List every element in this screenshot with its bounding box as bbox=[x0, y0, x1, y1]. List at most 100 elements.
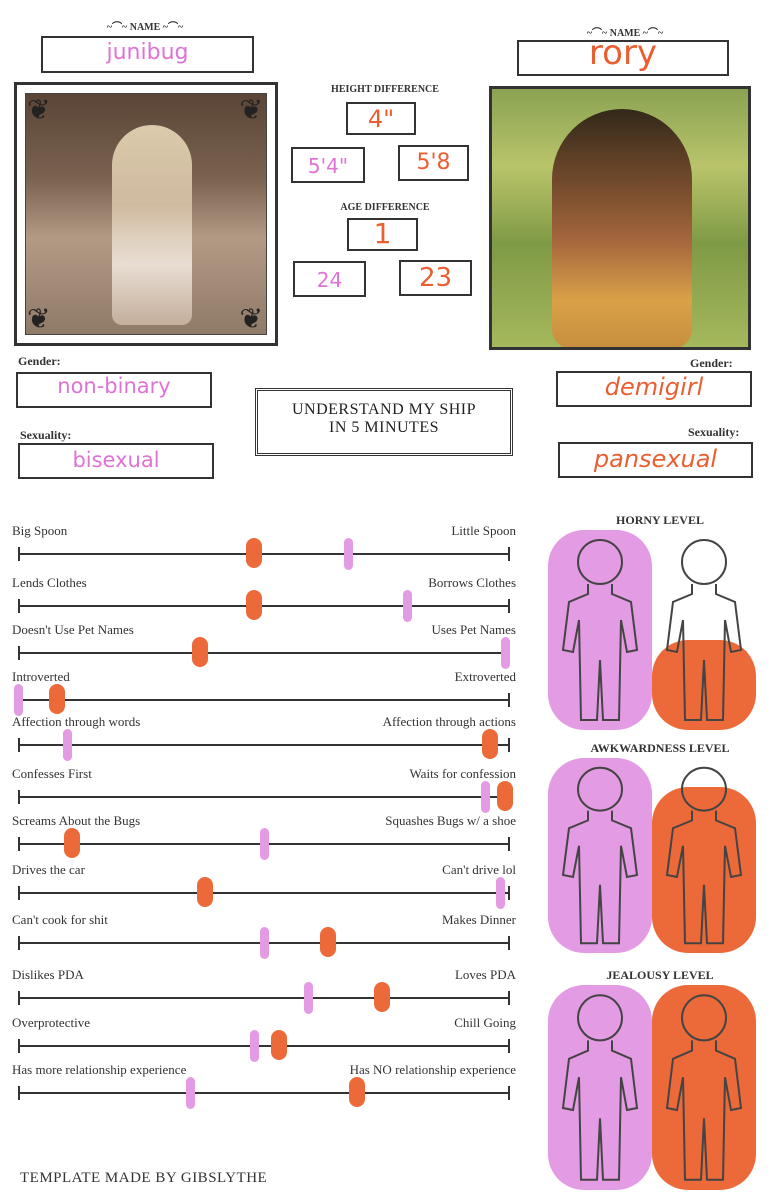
gender-value-left: non-binary bbox=[57, 374, 171, 398]
scale-left-label: Screams About the Bugs bbox=[12, 813, 141, 828]
ship-banner-line1: UNDERSTAND MY SHIP bbox=[291, 401, 477, 418]
ship-banner-line2: IN 5 MINUTES bbox=[329, 419, 439, 436]
level-figure-person2[interactable] bbox=[652, 758, 756, 953]
scale-left-label: Dislikes PDA bbox=[12, 967, 84, 982]
marker-person1[interactable] bbox=[304, 982, 314, 1014]
scale-track bbox=[18, 699, 510, 701]
name-box-left[interactable]: junibug bbox=[41, 36, 254, 73]
height-left-box[interactable]: 5'4" bbox=[291, 147, 365, 183]
gender-box-right[interactable]: demigirl bbox=[556, 371, 752, 407]
person-outline-icon bbox=[555, 758, 645, 953]
gender-label-right: Gender: bbox=[690, 356, 733, 370]
level-title: JEALOUSY LEVEL bbox=[606, 968, 714, 982]
marker-person2[interactable] bbox=[196, 877, 213, 907]
marker-person1[interactable] bbox=[402, 590, 412, 622]
marker-person2[interactable] bbox=[49, 684, 66, 714]
scale-end-tick bbox=[18, 646, 20, 660]
marker-person2[interactable] bbox=[246, 590, 263, 620]
person-silhouette-left bbox=[112, 125, 192, 325]
sexuality-box-left[interactable]: bisexual bbox=[18, 443, 214, 479]
scale-track bbox=[18, 605, 510, 607]
level-figure-person1[interactable] bbox=[548, 985, 652, 1190]
person-silhouette-right bbox=[552, 109, 692, 347]
scale-end-tick bbox=[508, 936, 510, 950]
scale-right-label: Can't drive lol bbox=[442, 862, 516, 877]
flourish-icon: ~⌒~ bbox=[106, 22, 128, 33]
age-left-box[interactable]: 24 bbox=[293, 261, 366, 297]
marker-person1[interactable] bbox=[186, 1077, 196, 1109]
scale-right-label: Little Spoon bbox=[451, 523, 516, 538]
scale-track bbox=[18, 652, 510, 654]
person-outline-icon bbox=[659, 530, 749, 730]
marker-person2[interactable] bbox=[270, 1030, 287, 1060]
marker-person2[interactable] bbox=[64, 828, 81, 858]
age-right-value: 23 bbox=[418, 263, 453, 293]
scale-end-tick bbox=[508, 837, 510, 851]
level-figure-person2[interactable] bbox=[652, 985, 756, 1190]
marker-person1[interactable] bbox=[343, 538, 353, 570]
height-right-value: 5'8 bbox=[416, 150, 451, 175]
scale-track bbox=[18, 744, 510, 746]
level-fill bbox=[652, 787, 756, 953]
height-right-box[interactable]: 5'8 bbox=[398, 145, 469, 181]
marker-person1[interactable] bbox=[14, 684, 23, 716]
marker-person2[interactable] bbox=[374, 982, 391, 1012]
level-figure-person2[interactable] bbox=[652, 530, 756, 730]
scale-end-tick bbox=[508, 1086, 510, 1100]
marker-person1[interactable] bbox=[496, 877, 506, 909]
marker-person2[interactable] bbox=[319, 927, 336, 957]
marker-person2[interactable] bbox=[192, 637, 209, 667]
scale-end-tick bbox=[508, 886, 510, 900]
marker-person1[interactable] bbox=[260, 927, 269, 959]
sexuality-value-left: bisexual bbox=[72, 448, 160, 472]
height-difference-box[interactable]: 4" bbox=[346, 102, 416, 135]
ornament-icon: ❦ bbox=[27, 93, 51, 126]
marker-person2[interactable] bbox=[482, 729, 499, 759]
marker-person2[interactable] bbox=[497, 781, 514, 811]
age-right-box[interactable]: 23 bbox=[399, 260, 472, 296]
scale-right-label: Affection through actions bbox=[382, 714, 516, 729]
photo-right bbox=[489, 86, 751, 350]
level-figure-person1[interactable] bbox=[548, 530, 652, 730]
marker-person1[interactable] bbox=[501, 637, 511, 669]
scale-right-label: Makes Dinner bbox=[441, 912, 516, 927]
scale-left-label: Big Spoon bbox=[12, 523, 68, 538]
gender-box-left[interactable]: non-binary bbox=[16, 372, 212, 408]
scale-right-label: Uses Pet Names bbox=[431, 622, 517, 637]
gender-value-right: demigirl bbox=[604, 373, 704, 401]
flourish-icon: ~⌒~ bbox=[162, 22, 184, 33]
marker-person2[interactable] bbox=[349, 1077, 366, 1107]
age-difference-value: 1 bbox=[373, 217, 392, 250]
scale-left-label: Confesses First bbox=[12, 766, 92, 781]
scale-left-label: Lends Clothes bbox=[12, 575, 87, 590]
scale-track bbox=[18, 1092, 510, 1094]
marker-person1[interactable] bbox=[250, 1030, 260, 1062]
scale-right-label: Waits for confession bbox=[409, 766, 516, 781]
scale-left-label: Introverted bbox=[12, 669, 70, 684]
name-caption-left: ~⌒~ NAME ~⌒~ bbox=[106, 22, 184, 33]
scale-right-label: Loves PDA bbox=[454, 967, 516, 982]
sexuality-label-left: Sexuality: bbox=[20, 428, 72, 442]
scale-end-tick bbox=[18, 1086, 20, 1100]
name-box-right[interactable]: rory bbox=[517, 36, 729, 76]
scale-left-label: Has more relationship experience bbox=[12, 1062, 187, 1077]
marker-person1[interactable] bbox=[481, 781, 491, 813]
marker-person1[interactable] bbox=[260, 828, 269, 860]
name-caption-right: ~⌒~ NAME ~⌒~ bbox=[586, 28, 664, 39]
sexuality-value-right: pansexual bbox=[593, 445, 718, 473]
flourish-icon: ~⌒~ bbox=[642, 28, 664, 39]
sexuality-box-right[interactable]: pansexual bbox=[558, 442, 753, 478]
level-figure-person1[interactable] bbox=[548, 758, 652, 953]
marker-person1[interactable] bbox=[63, 729, 73, 761]
scale-left-label: Can't cook for shit bbox=[12, 912, 108, 927]
scale-right-label: Chill Going bbox=[454, 1015, 516, 1030]
scale-end-tick bbox=[508, 693, 510, 707]
marker-person2[interactable] bbox=[246, 538, 263, 568]
person-outline-icon bbox=[555, 530, 645, 730]
scale-end-tick bbox=[18, 738, 20, 752]
scale-left-label: Drives the car bbox=[12, 862, 85, 877]
scale-end-tick bbox=[508, 738, 510, 752]
age-difference-box[interactable]: 1 bbox=[347, 218, 418, 251]
scale-end-tick bbox=[18, 790, 20, 804]
scale-end-tick bbox=[18, 837, 20, 851]
